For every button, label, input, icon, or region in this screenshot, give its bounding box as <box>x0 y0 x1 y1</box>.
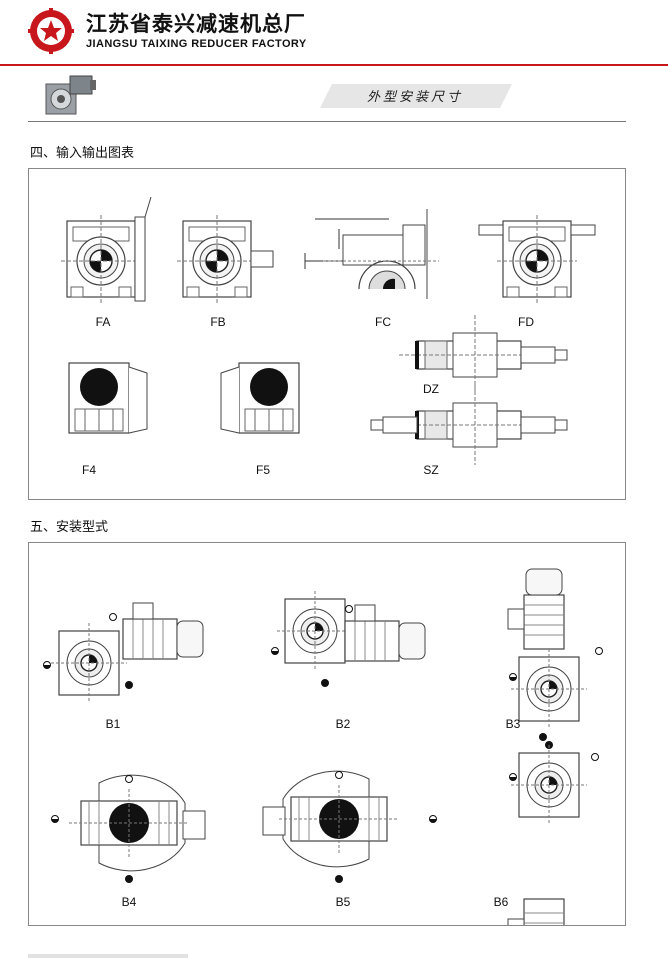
io-diagram-panel: FA FB FC FD F4 F5 DZ SZ <box>28 168 626 500</box>
mount-diagram-panel: B1 B2 B3 B4 B5 B6 <box>28 542 626 926</box>
diagram-sz <box>370 384 568 466</box>
gearbox-icon <box>40 72 98 118</box>
label-fc: FC <box>375 315 391 329</box>
label-sz: SZ <box>423 463 439 477</box>
diagram-fc <box>304 209 439 299</box>
label-b3: B3 <box>505 717 521 731</box>
io-diagram-drawing <box>60 196 596 466</box>
label-fb: FB <box>210 315 226 329</box>
banner-divider <box>28 121 626 122</box>
label-f5: F5 <box>255 463 270 477</box>
label-b1: B1 <box>105 717 121 731</box>
label-dz: DZ <box>423 382 439 396</box>
diagram-b6 <box>507 733 599 925</box>
label-b4: B4 <box>121 895 137 909</box>
diagram-b5 <box>262 770 437 883</box>
label-fd: FD <box>518 315 534 329</box>
header-divider <box>0 64 668 66</box>
label-b5: B5 <box>335 895 351 909</box>
label-f4: F4 <box>81 463 96 477</box>
diagram-b1 <box>43 602 204 704</box>
diagram-f4 <box>68 362 148 434</box>
diagram-b4 <box>51 774 206 883</box>
mount-diagram-drawing <box>43 568 603 925</box>
diagram-dz <box>398 314 568 396</box>
diagram-fb <box>176 214 274 304</box>
banner-tag <box>320 84 512 108</box>
company-name-en: JIANGSU TAIXING REDUCER FACTORY <box>86 38 307 50</box>
label-b6: B6 <box>493 895 509 909</box>
section-title-mount: 五、安装型式 <box>30 520 109 535</box>
banner-title: 外型安装尺寸 <box>366 90 463 105</box>
diagram-fa <box>60 196 152 304</box>
diagram-b2 <box>271 590 426 687</box>
diagram-fd <box>478 214 596 304</box>
section-title-io: 四、输入输出图表 <box>30 146 135 161</box>
label-fa: FA <box>95 315 111 329</box>
label-b2: B2 <box>335 717 351 731</box>
footer-decoration <box>28 943 188 958</box>
company-name-cn: 江苏省泰兴减速机总厂 <box>86 12 306 36</box>
diagram-f5 <box>220 362 300 434</box>
factory-logo-icon <box>28 8 74 54</box>
